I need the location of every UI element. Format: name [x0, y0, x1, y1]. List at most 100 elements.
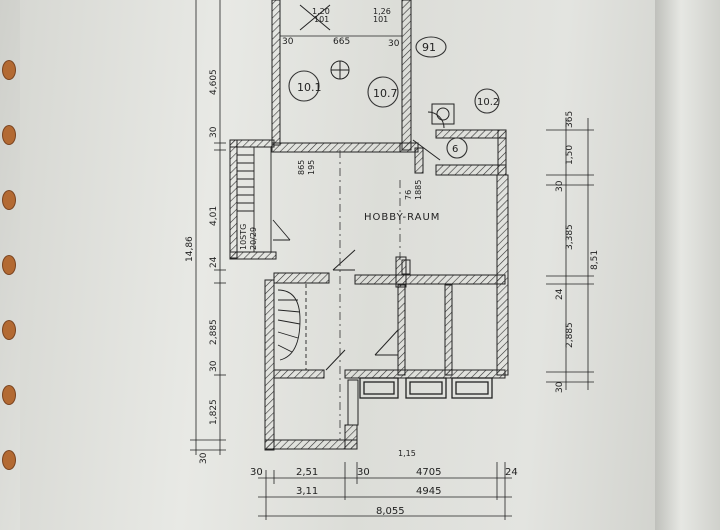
- dim-text: 1,50: [565, 145, 575, 165]
- annotation-circle: [446, 137, 468, 159]
- binder-hole: [2, 60, 16, 80]
- wall: [273, 369, 325, 379]
- dim-text: 1,825: [209, 399, 219, 425]
- dim-text: 14,86: [185, 236, 195, 262]
- dim-text: 30: [250, 467, 263, 478]
- dim-text: 2,51: [296, 467, 318, 478]
- wall: [354, 274, 506, 285]
- dim-text: 3,385: [565, 224, 575, 250]
- annotation-circle: [367, 76, 399, 108]
- dim-text: 30: [209, 126, 219, 138]
- dim-text: 1,26: [373, 7, 391, 16]
- stair-label-size: 20/29: [249, 227, 258, 250]
- dim-text: 24: [505, 467, 518, 478]
- annotation-circle: [474, 88, 500, 114]
- fixture-box: [431, 103, 455, 125]
- annotation-circle-102: 10.2: [477, 97, 499, 108]
- annotation-circle: [415, 36, 447, 58]
- dim-text: 101: [373, 15, 388, 24]
- dim-text: 76: [404, 190, 413, 200]
- dim-text: 1,15: [398, 449, 416, 458]
- upper-room: [299, 4, 350, 80]
- dim-text: 24: [555, 288, 565, 300]
- wall: [397, 284, 406, 376]
- dim-text: 365: [565, 111, 575, 128]
- room-label: HOBBY-RAUM: [364, 212, 440, 223]
- fixtures: [347, 103, 455, 426]
- annotation-circle-91: 91: [422, 41, 436, 54]
- window-well: [359, 377, 399, 399]
- binder-hole: [2, 385, 16, 405]
- dim-text: 2,885: [209, 319, 219, 345]
- dim-text: 24: [209, 256, 219, 268]
- wall: [444, 284, 453, 376]
- wall: [229, 139, 238, 259]
- window-well: [409, 381, 443, 395]
- annotation-circle-101: 10.1: [297, 81, 322, 94]
- dim-text: 2,885: [565, 322, 575, 348]
- dim-text: 1885: [414, 180, 423, 200]
- dim-text: 665: [333, 37, 350, 47]
- doors: [325, 111, 445, 371]
- window-well: [363, 381, 395, 395]
- annotation-circle-107: 10.7: [373, 87, 398, 100]
- window-well: [405, 377, 447, 399]
- window-well: [455, 381, 489, 395]
- dim-text: 1,20: [312, 7, 330, 16]
- sheet-edge: [655, 0, 720, 530]
- binder-hole: [2, 320, 16, 340]
- wall: [401, 0, 412, 151]
- binder-hole: [2, 450, 16, 470]
- wall: [273, 272, 330, 284]
- dim-text: 30: [209, 360, 219, 372]
- binder-hole: [2, 190, 16, 210]
- wall: [271, 0, 281, 146]
- wall: [271, 142, 401, 153]
- bottom-dimension-lines: [258, 462, 512, 520]
- wall: [414, 147, 424, 174]
- binder-hole: [2, 255, 16, 275]
- dim-text: 30: [555, 381, 565, 393]
- stair-label-steps: 10STG: [239, 224, 248, 250]
- dim-text: 101: [314, 15, 329, 24]
- wall: [264, 279, 275, 451]
- binder-hole: [2, 125, 16, 145]
- window-wells: [359, 377, 493, 399]
- right-dimensions: 365 1,50 30 3,385 24 2,885 30 8,51: [555, 111, 600, 393]
- left-dimension-lines: [190, 0, 226, 455]
- dim-text: 4945: [416, 486, 441, 497]
- spiral-stair: [277, 284, 307, 370]
- annotation-circle: [288, 70, 320, 102]
- dim-text: 30: [357, 467, 370, 478]
- dim-text: 4,01: [209, 206, 219, 226]
- dim-text: 30: [199, 452, 209, 464]
- right-dimension-lines: [546, 118, 594, 390]
- left-dimensions: 14,86 4,605 30 4,01 24 2,885 30 1,825 30: [185, 69, 219, 464]
- dim-text: 195: [307, 160, 316, 175]
- dim-text: 30: [555, 180, 565, 192]
- annotation-circle-6: 6: [452, 144, 458, 155]
- wall: [435, 164, 507, 176]
- wall: [395, 256, 407, 288]
- dim-text: 3,11: [296, 486, 318, 497]
- annotation-circles: [288, 36, 500, 159]
- dim-text: 8,055: [376, 506, 405, 517]
- dim-text: 4705: [416, 467, 441, 478]
- staircase: [236, 146, 291, 253]
- top-dimensions: 30 665 30 1,20 101 1,26 101: [280, 7, 402, 49]
- bottom-dimensions: 30 2,51 30 4705 24 3,11 4945 8,055: [250, 467, 518, 517]
- dim-text: 8,51: [590, 250, 600, 270]
- dim-text: 30: [388, 39, 400, 49]
- centerlines: [339, 150, 401, 440]
- window-well: [451, 377, 493, 399]
- dim-text: 865: [297, 160, 306, 175]
- dim-text: 4,605: [209, 69, 219, 95]
- wall: [264, 439, 358, 450]
- wall: [229, 251, 277, 260]
- fixture: [401, 259, 411, 275]
- wall: [344, 424, 358, 450]
- walls: [229, 0, 509, 451]
- wall: [344, 369, 506, 379]
- wall: [435, 129, 507, 139]
